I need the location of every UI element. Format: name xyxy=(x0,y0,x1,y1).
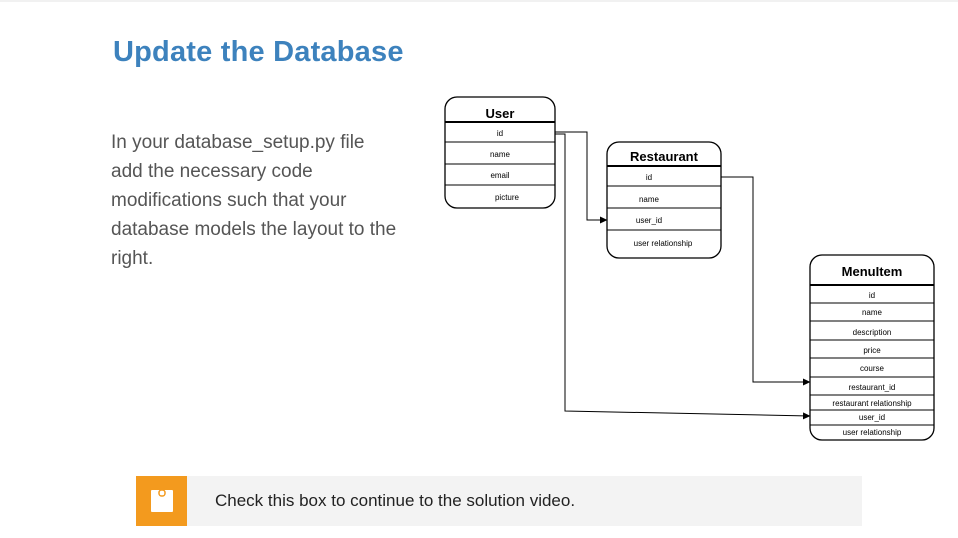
user-table-title: User xyxy=(486,106,515,121)
user-table: User id name email picture xyxy=(444,96,556,209)
menuitem-table: MenuItem id name description price cours… xyxy=(809,254,935,441)
menuitem-field-user-relationship: user relationship xyxy=(843,428,902,437)
restaurant-field-user-relationship: user relationship xyxy=(634,239,693,248)
connector-user-to-restaurant xyxy=(555,131,608,224)
menuitem-field-id: id xyxy=(869,291,875,300)
restaurant-field-id: id xyxy=(646,173,652,182)
menuitem-field-description: description xyxy=(853,328,892,337)
top-divider xyxy=(0,0,958,2)
slide-instructions: In your database_setup.py file add the n… xyxy=(111,132,397,269)
continue-checkbox-bar: Check this box to continue to the soluti… xyxy=(136,476,862,526)
continue-checkbox[interactable] xyxy=(136,476,187,526)
continue-checkbox-label[interactable]: Check this box to continue to the soluti… xyxy=(215,491,576,510)
user-field-email: email xyxy=(490,171,509,180)
menuitem-field-price: price xyxy=(863,346,881,355)
slide-title: Update the Database xyxy=(113,36,404,68)
user-field-id: id xyxy=(497,129,503,138)
checkbox-square-icon xyxy=(150,490,173,512)
user-field-name: name xyxy=(490,150,511,159)
menuitem-field-course: course xyxy=(860,364,885,373)
menuitem-table-title: MenuItem xyxy=(842,264,903,279)
restaurant-field-name: name xyxy=(639,195,660,204)
menuitem-field-restaurant-relationship: restaurant relationship xyxy=(832,399,912,408)
database-schema-diagram: User id name email picture Restaurant id… xyxy=(444,96,935,441)
restaurant-field-user-id: user_id xyxy=(636,216,662,225)
restaurant-table-title: Restaurant xyxy=(630,149,699,164)
menuitem-field-name: name xyxy=(862,308,883,317)
connector-restaurant-to-menuitem xyxy=(721,176,811,386)
user-field-picture: picture xyxy=(495,193,520,202)
restaurant-table: Restaurant id name user_id user relation… xyxy=(606,141,722,259)
menuitem-field-user-id: user_id xyxy=(859,413,885,422)
connector-user-to-menuitem xyxy=(555,133,811,420)
menuitem-field-restaurant-id: restaurant_id xyxy=(849,383,896,392)
